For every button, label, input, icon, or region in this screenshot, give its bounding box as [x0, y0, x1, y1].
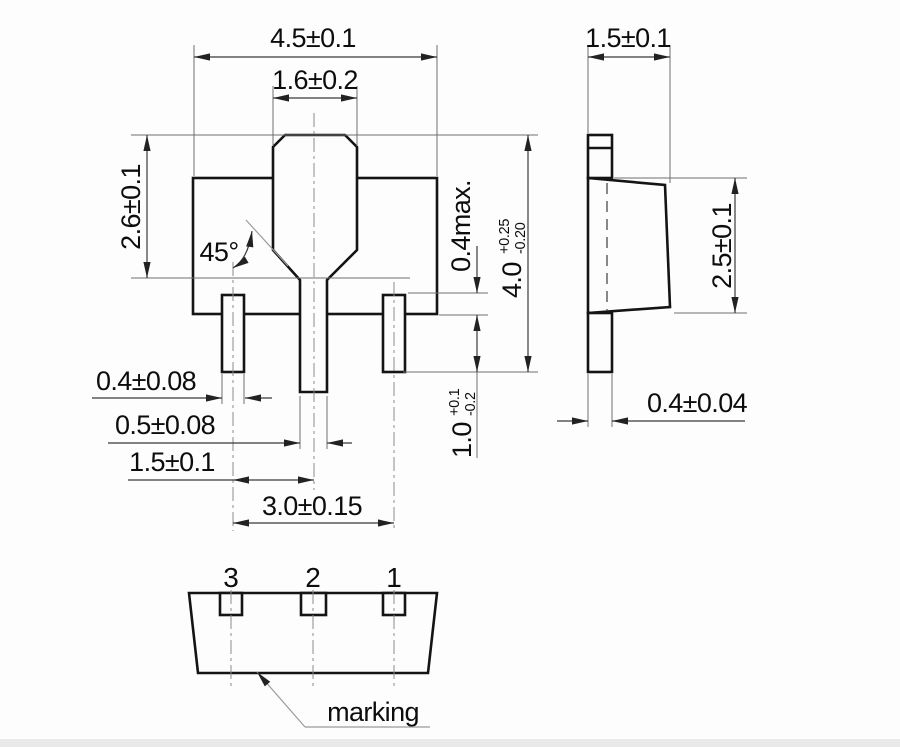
dim-lead-protrusion-value: 1.0: [447, 422, 477, 458]
dim-total-height-value: 4.0: [497, 262, 527, 298]
bottom-view: 3 2 1 marking: [187, 562, 439, 728]
dim-lead-thickness: 0.4±0.04: [647, 388, 748, 418]
dim-total-height: 4.0 +0.25 -0.20: [497, 219, 529, 298]
bottom-centerlines: [230, 590, 395, 686]
dim-chamfer-angle: 45°: [199, 237, 238, 267]
front-tab-and-center-lead: [271, 133, 359, 394]
dim-lead-protrusion-plus-tol: +0.1: [447, 388, 463, 416]
dim-tab-length: 2.6±0.1: [116, 164, 146, 250]
side-dimension-lines: [557, 53, 745, 425]
side-package-outline: [586, 133, 672, 374]
side-lead: [586, 311, 614, 374]
dim-outer-lead-width: 0.4±0.08: [96, 366, 196, 396]
side-view: 1.5±0.1 2.5±0.1 0.4±0.04: [557, 23, 748, 427]
angle-leader-line: [245, 219, 289, 267]
dim-body-edge-clearance: 0.4max.: [446, 180, 476, 272]
front-dimension-lines: [92, 53, 532, 527]
dim-total-height-minus-tol: -0.20: [513, 222, 529, 254]
angle-arc: [232, 230, 254, 269]
front-extension-lines: [131, 45, 538, 458]
pin1-label: 1: [386, 562, 402, 593]
side-tab: [586, 133, 614, 180]
marking-label: marking: [327, 697, 419, 727]
dim-body-height: 2.5±0.1: [707, 203, 737, 289]
dim-lead-protrusion-minus-tol: -0.2: [463, 392, 479, 416]
dim-center-lead-width: 0.5±0.08: [115, 410, 215, 440]
dim-total-height-plus-tol: +0.25: [497, 219, 513, 254]
marking-leader: [256, 671, 430, 728]
dim-lead-pitch: 1.5±0.1: [129, 447, 215, 477]
dim-lead-span: 3.0±0.15: [262, 491, 362, 521]
dim-body-thickness: 1.5±0.1: [585, 23, 671, 53]
dim-tab-width: 1.6±0.2: [272, 65, 358, 95]
side-body: [586, 176, 672, 315]
dim-lead-protrusion: 1.0 +0.1 -0.2: [447, 388, 479, 458]
dim-overall-width: 4.5±0.1: [270, 23, 356, 53]
pin3-label: 3: [223, 562, 239, 593]
scan-edge-strip: [0, 739, 900, 747]
pin2-label: 2: [305, 562, 321, 593]
front-centerlines: [232, 113, 395, 531]
front-view: 4.5±0.1 1.6±0.2 2.6±0.1 45° 0.4max. 4.0 …: [92, 23, 538, 531]
